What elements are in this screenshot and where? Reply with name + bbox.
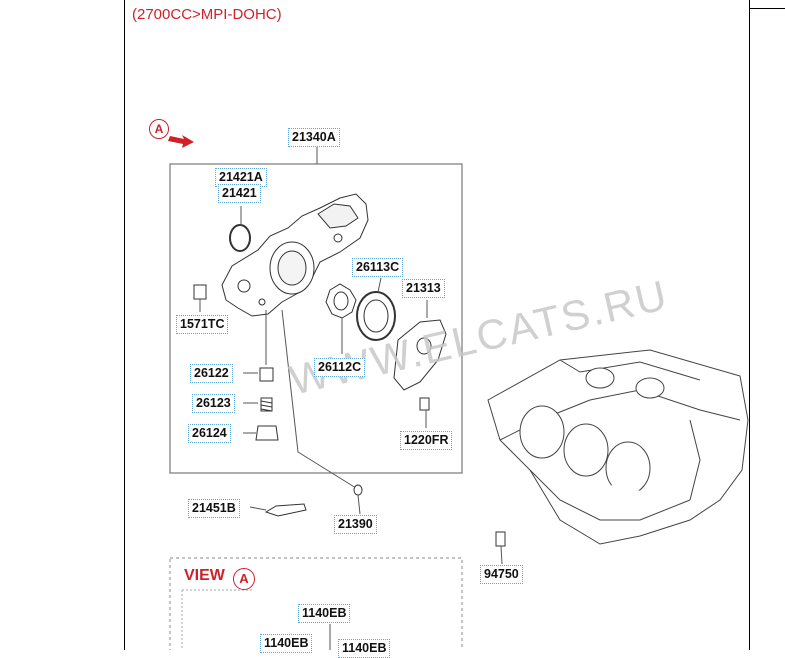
part-label-1140EB-right[interactable]: 1140EB	[338, 639, 391, 658]
view-arrow	[168, 135, 194, 148]
part-label-26123[interactable]: 26123	[192, 394, 235, 413]
frame-right-border	[749, 0, 750, 650]
part-label-1571TC[interactable]: 1571TC	[176, 315, 229, 334]
header-rule	[749, 8, 785, 9]
part-label-26112C[interactable]: 26112C	[314, 358, 366, 377]
part-label-26113C[interactable]: 26113C	[352, 258, 404, 277]
view-a-box	[169, 557, 463, 650]
part-label-21451B[interactable]: 21451B	[188, 499, 240, 518]
view-a-circle: A	[233, 568, 255, 590]
part-label-21340A[interactable]: 21340A	[288, 128, 340, 147]
gasket	[264, 503, 307, 517]
part-label-21421[interactable]: 21421	[218, 184, 261, 203]
plug	[193, 284, 207, 300]
o-ring	[353, 484, 363, 496]
relief-plug	[255, 425, 279, 441]
pump-cover	[393, 319, 447, 391]
part-label-26122[interactable]: 26122	[190, 364, 233, 383]
relief-plunger	[259, 367, 274, 382]
oil-pump-housing	[221, 193, 369, 317]
part-label-26124[interactable]: 26124	[188, 424, 231, 443]
cover-bolt	[419, 397, 430, 411]
cylinder-block	[487, 349, 749, 545]
part-label-21390[interactable]: 21390	[334, 515, 377, 534]
view-a-label: VIEW	[184, 567, 225, 584]
outer-rotor	[356, 291, 396, 341]
view-marker-a: A	[149, 119, 169, 139]
header-title: (2700CC>MPI-DOHC)	[132, 6, 282, 23]
assembly-box	[169, 163, 463, 474]
part-label-94750[interactable]: 94750	[480, 565, 523, 584]
part-label-1220FR[interactable]: 1220FR	[400, 431, 453, 450]
part-label-1140EB-top[interactable]: 1140EB	[298, 604, 351, 623]
frame-left-border	[124, 0, 125, 650]
part-label-21313[interactable]: 21313	[402, 279, 445, 298]
relief-spring	[260, 397, 273, 412]
part-label-1140EB-left[interactable]: 1140EB	[260, 634, 313, 653]
oil-pressure-sensor	[495, 531, 506, 547]
oil-seal	[229, 224, 251, 252]
inner-rotor	[325, 283, 357, 319]
